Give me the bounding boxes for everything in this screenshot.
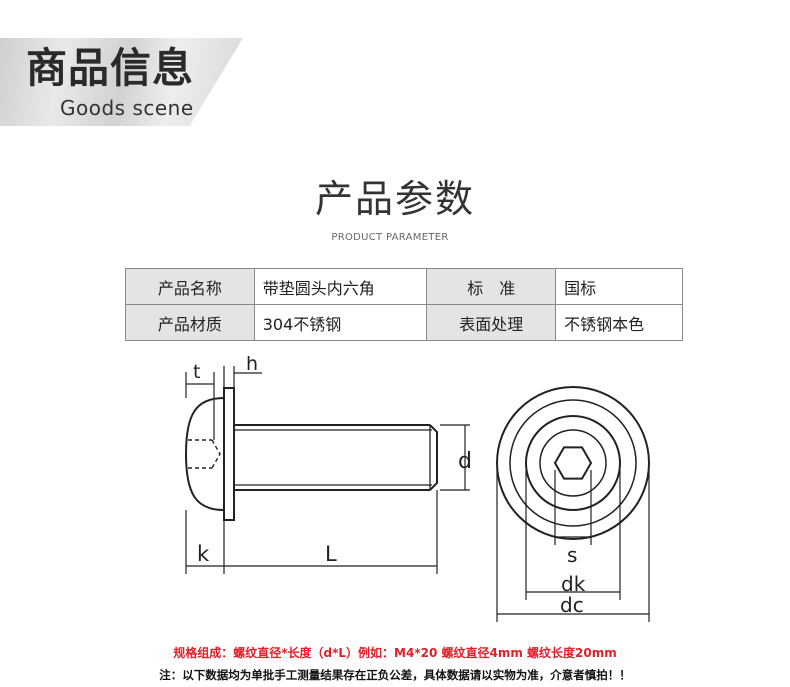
bolt-tip	[429, 424, 438, 491]
dim-label-dk: dk	[561, 572, 586, 596]
dim-label-h: h	[246, 353, 258, 375]
section-subtitle: PRODUCT PARAMETER	[331, 232, 449, 243]
spec-label: 标 准	[426, 268, 557, 305]
dim-label-t: t	[193, 361, 200, 383]
side-dimensions	[185, 366, 470, 574]
hex-socket-hidden	[188, 439, 221, 469]
hex-socket	[553, 446, 593, 480]
thread-lines	[234, 425, 432, 490]
spec-label: 表面处理	[426, 304, 557, 341]
spec-value: 不锈钢本色	[555, 304, 683, 341]
dim-label-dc: dc	[560, 593, 584, 617]
table-row: 产品名称 带垫圆头内六角 标 准 国标	[125, 268, 683, 305]
dim-label-s: s	[567, 543, 577, 567]
spec-value: 带垫圆头内六角	[253, 268, 428, 305]
dim-label-d: d	[458, 449, 472, 474]
head-circle	[525, 415, 621, 511]
dim-label-L: L	[325, 542, 337, 566]
banner-title: 商品信息	[26, 44, 194, 92]
spec-label: 产品名称	[125, 268, 255, 305]
bolt-technical-drawing: t h d k L s dk dc	[184, 353, 650, 622]
table-row: 产品材质 304不锈钢 表面处理 不锈钢本色	[125, 304, 683, 341]
spec-value: 国标	[555, 268, 683, 305]
disclaimer-note: 注：以下数据均为单批手工测量结果存在正负公差，具体数据请以实物为准，介意者慎拍！…	[159, 668, 631, 682]
spec-rule-note: 规格组成：螺纹直径*长度（d*L）例如：M4*20 螺纹直径4mm 螺纹长度20…	[173, 646, 617, 660]
washer-flange	[223, 387, 235, 521]
front-dimensions	[496, 470, 650, 622]
bolt-head-outline	[184, 397, 225, 511]
spec-table: 产品名称 带垫圆头内六角 标 准 国标 产品材质 304不锈钢 表面处理 不锈钢…	[125, 268, 683, 341]
dim-label-k: k	[197, 542, 210, 566]
washer-outer-circle	[496, 386, 650, 540]
spec-label: 产品材质	[125, 304, 255, 341]
spec-value: 304不锈钢	[253, 304, 428, 341]
front-view	[496, 386, 650, 540]
section-title: 产品参数	[314, 177, 475, 221]
banner-subtitle: Goods scene	[60, 96, 194, 120]
